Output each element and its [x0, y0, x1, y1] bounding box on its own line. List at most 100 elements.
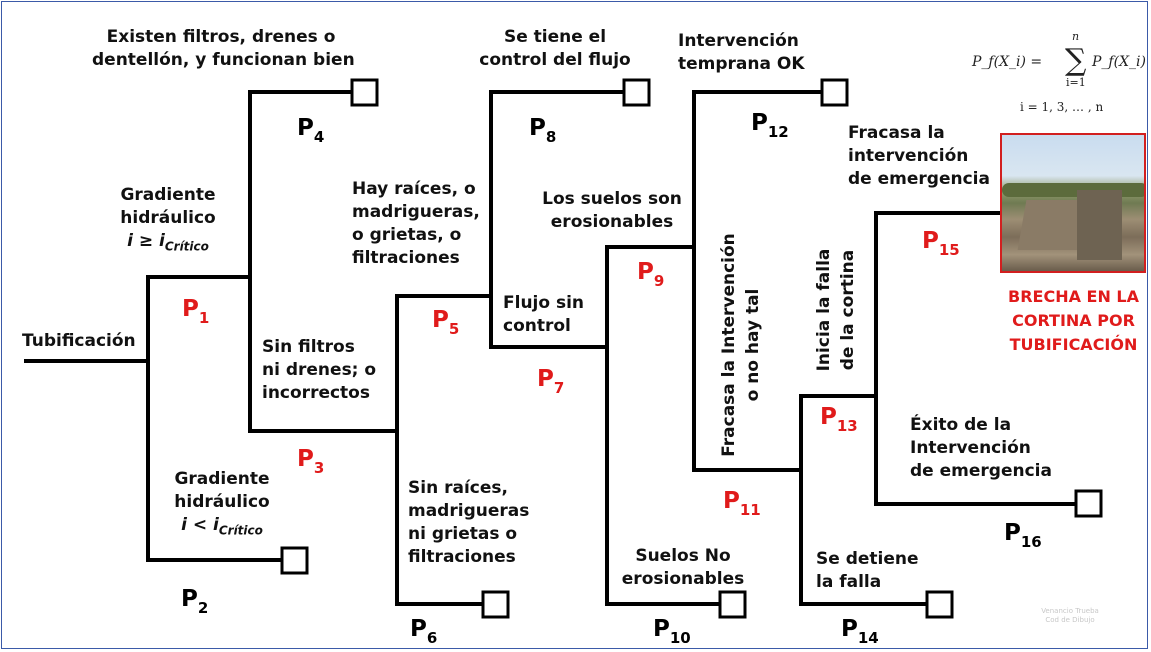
branch-grad-high-label: Gradiente hidráulico i ≥ iCrítico [108, 184, 228, 258]
caption-line: BRECHA EN LA [1008, 287, 1139, 306]
prob-p2: P2 [181, 586, 209, 617]
terminal-box-p14 [925, 590, 954, 619]
label-line: erosionables [550, 212, 674, 232]
label-line: Fracasa la Intervención [719, 233, 739, 457]
branch-failure-starts-label: Inicia la falla de la cortina [812, 235, 860, 385]
label-line: temprana OK [678, 54, 805, 74]
prob-p1: P1 [182, 296, 210, 327]
label-line: Éxito de la [910, 415, 1012, 435]
branch-intervention-fails-label: Fracasa la Intervención o no hay tal [717, 225, 765, 465]
grad-low-condition: i < iCrítico [181, 515, 263, 538]
label-line: Sin raíces, [408, 478, 508, 498]
branch-flow-no-control-label: Flujo sin control [503, 292, 584, 338]
terminal-box-p2 [280, 546, 309, 575]
formula-lhs: P_f(X_i) = [972, 54, 1043, 70]
prob-p13: P13 [820, 404, 858, 435]
label-line: de emergencia [848, 169, 990, 189]
prob-p8: P8 [529, 115, 557, 146]
branch-filters-bad-label: Sin filtros ni drenes; o incorrectos [262, 336, 376, 405]
label-line: Existen filtros, drenes o [106, 27, 336, 47]
label-line: ni grietas o [408, 524, 518, 544]
terminal-box-p8 [622, 78, 651, 107]
branch-grad-low-label: Gradiente hidráulico i < iCrítico [162, 468, 282, 542]
label-line: la falla [816, 572, 882, 592]
prob-p10: P10 [653, 616, 691, 647]
watermark: Venancio Trueba Cod de Dibujo [1020, 607, 1120, 625]
label-line: o grietas, o [352, 225, 462, 245]
label-line: madrigueras, [352, 202, 480, 222]
prob-p3: P3 [297, 446, 325, 477]
label-line: Se tiene el [503, 27, 607, 47]
formula-sum-upper: n [1072, 30, 1080, 43]
label-line: Hay raíces, o [352, 179, 476, 199]
photo-rubble [1077, 190, 1122, 260]
label-line: madrigueras [408, 501, 530, 521]
root-label: Tubificación [22, 331, 136, 351]
photo-vegetation [1002, 183, 1144, 197]
label-line: o no hay tal [743, 288, 763, 402]
branch-early-ok-label: Intervención temprana OK [678, 30, 805, 76]
label-line: erosionables [621, 569, 745, 589]
label-line: de emergencia [910, 461, 1052, 481]
label-line: intervención [848, 146, 969, 166]
prob-p6: P6 [410, 616, 438, 647]
branch-roots-no-label: Sin raíces, madrigueras ni grietas o fil… [408, 477, 529, 569]
prob-p16: P16 [1004, 520, 1042, 551]
label-line: incorrectos [262, 383, 370, 403]
branch-failure-stops-label: Se detiene la falla [816, 548, 919, 594]
prob-p15: P15 [922, 228, 960, 259]
label-line: Se detiene [816, 549, 919, 569]
probability-formula: P_f(X_i) = n ∑ i=1 P_f(X_i) i = 1, 3, … … [972, 30, 1146, 122]
caption-line: CORTINA POR [1012, 311, 1135, 330]
label-line: Intervención [678, 31, 799, 51]
prob-p9: P9 [637, 259, 665, 290]
label-line: Gradiente [174, 469, 270, 489]
caption-line: TUBIFICACIÓN [1009, 335, 1138, 354]
label-line: Suelos No [635, 546, 731, 566]
watermark-line: Venancio Trueba [1041, 607, 1099, 615]
branch-roots-yes-label: Hay raíces, o madrigueras, o grietas, o … [352, 178, 480, 270]
watermark-line: Cod de Dibujo [1045, 616, 1095, 624]
dam-breach-photo [1000, 133, 1146, 273]
formula-sum-lower: i=1 [1066, 76, 1086, 89]
prob-p5: P5 [432, 307, 460, 338]
branch-emergency-fails-label: Fracasa la intervención de emergencia [848, 122, 990, 191]
terminal-box-p4 [350, 78, 379, 107]
branch-filters-ok-label: Existen filtros, drenes o dentellón, y f… [92, 26, 355, 72]
prob-p7: P7 [537, 366, 565, 397]
label-line: filtraciones [352, 248, 460, 268]
label-line: de la cortina [838, 249, 858, 371]
label-line: hidráulico [174, 492, 270, 512]
formula-rhs: P_f(X_i) [1092, 54, 1146, 70]
grad-high-condition: i ≥ iCrítico [127, 231, 209, 254]
formula-index: i = 1, 3, … , n [1020, 100, 1104, 114]
prob-p4: P4 [297, 115, 325, 146]
branch-non-erodible-label: Suelos No erosionables [618, 545, 748, 591]
prob-p12: P12 [751, 110, 789, 141]
label-line: Intervención [910, 438, 1031, 458]
branch-flow-control-label: Se tiene el control del flujo [470, 26, 640, 72]
label-line: control [503, 316, 571, 336]
terminal-box-p12 [820, 78, 849, 107]
terminal-box-p10 [718, 590, 747, 619]
label-line: Gradiente [120, 185, 216, 205]
label-line: Sin filtros [262, 337, 355, 357]
terminal-box-p16 [1074, 489, 1103, 518]
prob-p14: P14 [841, 616, 879, 647]
label-line: filtraciones [408, 547, 516, 567]
label-line: Fracasa la [848, 123, 945, 143]
label-line: control del flujo [479, 50, 631, 70]
label-line: ni drenes; o [262, 360, 377, 380]
label-line: Flujo sin [503, 293, 585, 313]
branch-erodible-label: Los suelos son erosionables [537, 188, 687, 234]
prob-p11: P11 [723, 488, 761, 519]
terminal-box-p6 [481, 590, 510, 619]
sigma-icon: ∑ [1065, 43, 1087, 78]
outcome-caption: BRECHA EN LA CORTINA POR TUBIFICACIÓN [1000, 285, 1147, 357]
label-line: Inicia la falla [814, 248, 834, 372]
branch-emergency-success-label: Éxito de la Intervención de emergencia [910, 414, 1052, 483]
label-line: Los suelos son [542, 189, 682, 209]
label-line: hidráulico [120, 208, 216, 228]
